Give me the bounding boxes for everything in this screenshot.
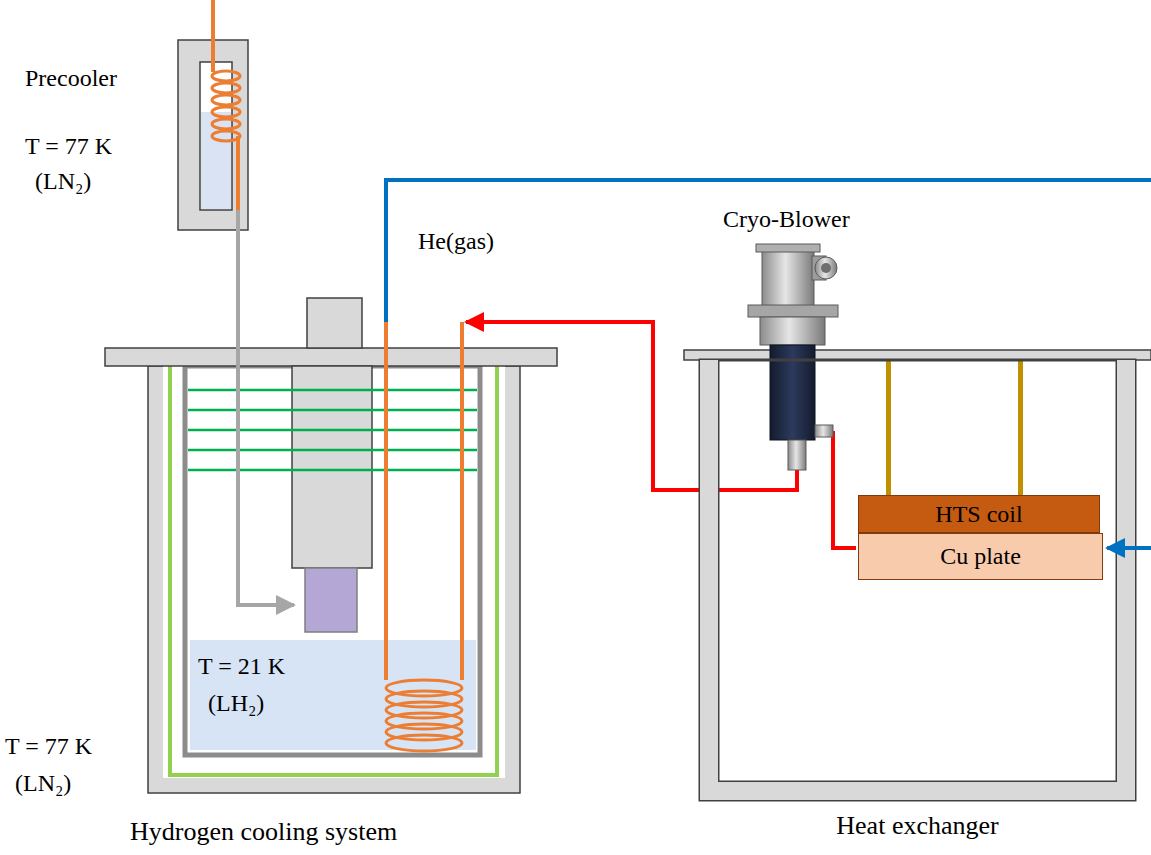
shield-plate [188,409,477,412]
pipes [213,0,1151,680]
label: Cryo-Blower [723,206,850,234]
support-rod [1018,360,1023,495]
coil-pipe [384,322,388,680]
label: T = 77 K [25,133,112,161]
box-label: Cu plate [940,543,1021,569]
heat-exchange-coil [386,680,462,751]
precooler-outlet [236,136,240,210]
cryo-blower [748,244,838,470]
coil-turn [212,107,240,117]
label: (LH₂) [208,690,264,718]
support-rod [886,360,891,495]
hydrogen-vessel [105,298,557,793]
label: T = 21 K [198,653,285,681]
heat-exchanger-housing: Heat exchangerHTS coilCu plate [700,360,1135,800]
hts-coil: HTS coil [858,495,1100,533]
precooler-coil [212,71,240,141]
label: (LN₂) [15,770,71,798]
shield-plate [188,429,477,432]
helium-return-pipe [386,180,1151,322]
coil-turn [212,71,240,81]
label: Hydrogen cooling system [130,817,397,847]
coil-turn [212,131,240,141]
nitrogen-inlet [211,0,215,72]
coil-turn [212,119,240,129]
shield-plate [188,449,477,452]
coil-pipe [460,322,464,680]
housing-title: Heat exchanger [718,812,1117,841]
coil-turn [386,735,462,751]
coil-turn [212,95,240,105]
shield-plate [188,469,477,472]
label: (LN₂) [35,168,91,196]
radiation-shields [188,390,477,470]
top-plate [684,350,1151,360]
cu-plate: Cu plate [858,533,1103,580]
coil-turn [212,83,240,93]
helium-supply-pipe [466,322,797,490]
label: Precooler [25,65,117,93]
label: He(gas) [418,228,494,256]
precooled-feed [238,210,294,605]
box-label: HTS coil [935,501,1022,527]
shield-plate [188,389,477,392]
blower-to-plate-pipe [833,431,856,548]
label: T = 77 K [5,733,92,761]
